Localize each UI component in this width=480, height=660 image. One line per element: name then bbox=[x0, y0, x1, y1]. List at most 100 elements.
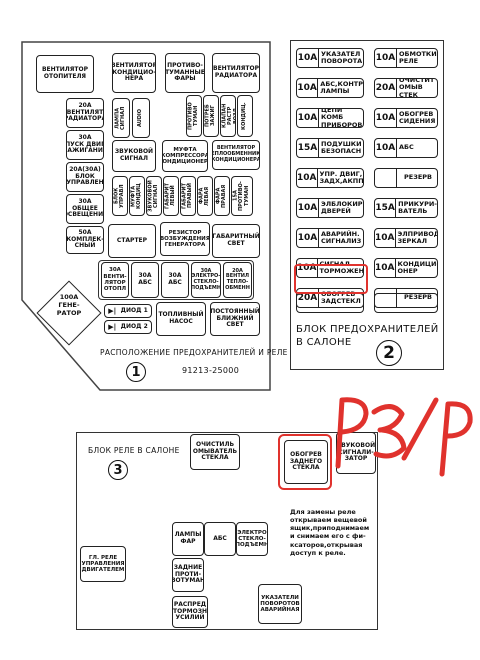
panel-3-number: 3 bbox=[108, 460, 128, 480]
fuse-lamp-signal: ЛАМПА СИГНАЛ bbox=[112, 98, 130, 138]
fuse-power-windows: 30А ЭЛЕКТРО- СТЕКЛО- ПОДЪЕМН bbox=[191, 262, 221, 298]
engine-main-relay: ГЛ. РЕЛЕ УПРАВЛЕНИЯ ДВИГАТЕЛЕМ bbox=[80, 546, 126, 582]
fuse-amperage: 10А bbox=[375, 139, 397, 157]
radiator-fan-relay: ВЕНТИЛЯТОР РАДИАТОРА bbox=[212, 53, 260, 93]
fuse-label: ОБОГРЕВ СИДЕНИЯ bbox=[399, 109, 436, 125]
starter-relay: СТАРТЕР bbox=[108, 224, 156, 258]
fuse-v-fog: 15А ПРОТИВО- ТУМАН bbox=[231, 176, 253, 216]
fuse-label: УПР. ДВИГ, ЗАДХ,АКПП bbox=[319, 169, 364, 185]
fuse-control-unit: 20А(30А) БЛОК УПРАВЛЕН bbox=[66, 162, 104, 192]
diode-1-icon: ▶| bbox=[108, 306, 117, 315]
fuse-label: ПРИКУРИ- ВАТЕЛЬ bbox=[398, 199, 437, 215]
generator-resistor: РЕЗИСТОР ВОЗБУЖДЕНИЯ ГЕНЕРАТОРА bbox=[160, 222, 210, 256]
fuse-amperage: 15А bbox=[297, 139, 319, 157]
fuse-amperage: 10А bbox=[297, 49, 319, 67]
fuse-amperage: 10А bbox=[375, 109, 397, 127]
fuse-ignition-consumers: ПОТРЕБ ЗАЖИГ bbox=[203, 95, 219, 137]
heater-fan-relay: ВЕНТИЛЯТОР ОТОПИТЕЛЯ bbox=[36, 55, 94, 93]
fuse-label: КОНДИЦИ- ОНЕР bbox=[397, 259, 438, 275]
relay-access-note: Для замены реле открываем вещевой ящик,п… bbox=[290, 508, 370, 557]
fuse-label: ОБМОТКИ РЕЛЕ bbox=[399, 49, 437, 65]
fuse-amperage: 15А bbox=[375, 199, 397, 217]
fuse-heat-exchanger: 20А ВЕНТИЛ ТЕПЛО- ОБМЕНН bbox=[223, 262, 252, 298]
fuse-general-lighting: 30А ОБЩЕЕ ОСВЕЩЕНИЕ bbox=[66, 194, 104, 224]
red-scribble-annotation bbox=[335, 397, 473, 477]
turn-signal-relay: УКАЗАТЕЛИ ПОВОРОТОВ АВАРИЙНАЯ bbox=[258, 584, 302, 624]
fuse-label: РЕЗЕРВ bbox=[404, 173, 432, 182]
parking-light-relay: ГАБАРИТНЫЙ СВЕТ bbox=[212, 224, 260, 258]
highlight-rear-defog-relay bbox=[278, 434, 332, 490]
fuse-label: АБС bbox=[399, 143, 414, 152]
panel-2-caption: БЛОК ПРЕДОХРАНИТЕЛЕЙ В САЛОНЕ bbox=[296, 324, 439, 348]
fuse-amperage: 10А bbox=[375, 259, 396, 277]
fuse-amperage: 10А bbox=[297, 259, 318, 277]
fuse-label: ЭЛБЛОКИР ДВЕРЕЙ bbox=[321, 199, 363, 215]
fuse-amperage: 20А bbox=[375, 79, 397, 97]
fuse-v-horn: ЗВУКОВОЙ СИГНАЛ bbox=[146, 176, 162, 216]
fuse-label: ЦЕПИ КОМБ ПРИБОРОВ bbox=[321, 108, 363, 128]
fuse-amperage: 10А bbox=[375, 49, 397, 67]
fuse-label: РЕЗЕРВ bbox=[404, 293, 432, 302]
fuse-amperage: 10А bbox=[375, 229, 396, 247]
fuse-label: ЭЛПРИВОД ЗЕРКАЛ bbox=[397, 229, 438, 245]
rear-fog-relay: ЗАДНИЕ ПРОТИ- ВОТУМАН bbox=[172, 558, 204, 592]
rear-defog-relay: ОБОГРЕВ ЗАДНЕГО СТЕКЛА bbox=[284, 440, 328, 484]
panel-1-number: 1 bbox=[126, 362, 146, 382]
generator-fuse-label: 100А ГЕНЕ- РАТОР bbox=[56, 293, 82, 317]
horn-relay: ЗВУКОВОЙ СИГНАЛ bbox=[112, 140, 156, 172]
fuse-amperage: 20А bbox=[297, 289, 319, 307]
ac-clutch-relay: МУФТА КОМПРЕССОРА КОНДИЦИОНЕРА bbox=[162, 140, 208, 172]
panel-1-caption: РАСПОЛОЖЕНИЕ ПРЕДОХРАНИТЕЛЕЙ И РЕЛЕ bbox=[100, 348, 288, 357]
panel-3-title: БЛОК РЕЛЕ В САЛОНЕ bbox=[88, 446, 180, 455]
fuse-v-parking-left: ГАБАРИТ ЛЕВЫЙ bbox=[163, 176, 179, 216]
fuse-v-parking-right: ГАБАРИТ ПРАВЫЙ bbox=[180, 176, 196, 216]
fuse-abs-2: 30А АБС bbox=[161, 262, 189, 298]
fuse-v-clutch: МУФТА КОНДИЦ bbox=[129, 176, 145, 216]
ac-fan-relay: ВЕНТИЛЯТОР КОНДИЦИО- НЕРА bbox=[112, 53, 156, 93]
brake-force-relay: РАСПРЕД ТОРМОЗН УСИЛИЙ bbox=[172, 596, 208, 628]
fuel-pump-relay: ТОПЛИВНЫЙ НАСОС bbox=[156, 302, 206, 336]
heat-exchanger-fan-relay: ВЕНТИЛЯТОР ТЕПЛООБМЕННИКА КОНДИЦИОНЕРА bbox=[212, 140, 260, 170]
fuse-radiator-fan: 20А ВЕНТИЛЯТ РАДИАТОРА bbox=[66, 98, 104, 128]
fuse-amperage: 10А bbox=[297, 199, 319, 217]
fuse-v-headlight-left: ФАРА ЛЕВАЯ bbox=[197, 176, 213, 216]
fuse-ac: КОНДИЦ. bbox=[237, 95, 253, 137]
fuse-fog: ПРОТИВО ТУМАН bbox=[186, 95, 202, 137]
fuse-label: СИГНАЛ ТОРМОЖЕН bbox=[319, 259, 364, 275]
diode-1-label: ДИОД 1 bbox=[120, 306, 148, 314]
power-window-relay: ЭЛЕКТРО СТЕКЛО- ПОДЪЕМН bbox=[236, 522, 268, 556]
empty-fuse-slot-right bbox=[374, 293, 438, 313]
fuse-heater-fan: 30А ВЕНТИ- ЛЯТОР ОТОПЛ bbox=[101, 262, 129, 298]
diode-2: ▶| ДИОД 2 bbox=[104, 320, 152, 334]
fuse-label: УКАЗАТЕЛ ПОВОРОТА bbox=[321, 49, 363, 65]
highlight-rear-defog-fuse bbox=[294, 264, 368, 294]
fuse-air-valve: 15А КЛАПАН РАСТР ВОЗД bbox=[220, 95, 236, 137]
panel-1-code: 91213-25000 bbox=[182, 366, 240, 375]
diode-2-icon: ▶| bbox=[108, 322, 117, 331]
washer-relay: ОЧИСТИЛЬ ОМЫВАТЕЛЬ СТЕКЛА bbox=[190, 434, 240, 470]
fuse-amperage: 10А bbox=[297, 229, 319, 247]
fuse-v-control: БЛОК УПРАВЛ bbox=[112, 176, 128, 216]
empty-fuse-slot-left bbox=[296, 293, 364, 313]
fuse-label: АБС,КОНТР ЛАМПЫ bbox=[320, 79, 363, 95]
low-beam-relay: ПОСТОЯННЫЙ БЛИЖНИЙ СВЕТ bbox=[210, 302, 260, 336]
fuse-ignition-start: 30А ПУСК ДВИГ ЗАЖИГАНИЕ bbox=[66, 130, 104, 160]
fuse-abs-1: 30А АБС bbox=[131, 262, 159, 298]
diode-2-label: ДИОД 2 bbox=[120, 322, 148, 330]
fuse-amperage: 10А bbox=[297, 79, 319, 97]
headlamp-relay: ЛАМПЫ ФАР bbox=[172, 522, 204, 556]
abs-relay: АБС bbox=[204, 522, 236, 556]
